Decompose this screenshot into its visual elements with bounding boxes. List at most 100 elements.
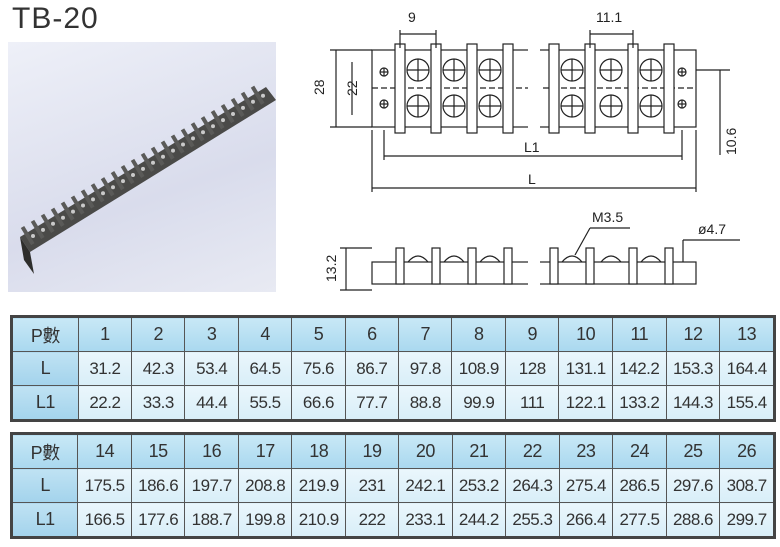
value-cell: 266.4 [558, 502, 614, 538]
product-photo [8, 42, 276, 292]
value-cell: 297.6 [665, 468, 721, 503]
value-cell: 199.8 [237, 502, 293, 538]
value-cell: 264.3 [505, 468, 560, 503]
p-count-cell: 18 [291, 433, 346, 469]
value-cell: 64.5 [237, 351, 293, 386]
p-count-cell: 7 [398, 316, 453, 352]
value-cell: 277.5 [612, 502, 667, 538]
value-cell: 253.2 [451, 468, 507, 503]
p-count-cell: 19 [344, 433, 400, 469]
value-cell: 155.4 [719, 385, 775, 421]
p-count-cell: 20 [398, 433, 453, 469]
p-count-cell: 3 [184, 316, 239, 352]
hole-label: ø4.7 [698, 221, 726, 237]
value-cell: 288.6 [665, 502, 721, 538]
p-count-cell: 13 [719, 316, 775, 352]
row-label: L1 [10, 502, 79, 538]
row-label: L [10, 468, 79, 503]
product-title: TB-20 [12, 2, 99, 35]
value-cell: 44.4 [184, 385, 239, 421]
value-cell: 99.9 [451, 385, 507, 421]
p-count-cell: 14 [77, 433, 132, 469]
value-cell: 299.7 [719, 502, 775, 538]
value-cell: 222 [344, 502, 400, 538]
pitch2-label: 11.1 [596, 9, 622, 25]
p-count-cell: 10 [558, 316, 613, 352]
p-count-cell: 6 [344, 316, 400, 352]
value-cell: 31.2 [77, 351, 133, 386]
terminal-block-photo [20, 85, 276, 274]
value-cell: 177.6 [130, 502, 186, 538]
p-count-cell: 26 [719, 433, 775, 469]
value-cell: 188.7 [184, 502, 239, 538]
value-cell: 219.9 [291, 468, 346, 503]
value-cell: 108.9 [451, 351, 507, 386]
row-label: L1 [11, 385, 79, 421]
value-cell: 42.3 [131, 351, 186, 386]
value-cell: 22.2 [77, 385, 133, 421]
value-cell: 144.3 [665, 385, 721, 421]
value-cell: 242.1 [398, 468, 453, 503]
p-header: P數 [10, 433, 79, 469]
value-cell: 244.2 [451, 502, 507, 538]
value-cell: 33.3 [131, 385, 186, 421]
pitch-label: 9 [408, 9, 416, 25]
value-cell: 197.7 [184, 468, 239, 503]
p-count-cell: 23 [558, 433, 614, 469]
height-label: 28 [311, 79, 327, 95]
p-count-cell: 21 [451, 433, 507, 469]
value-cell: 86.7 [344, 351, 400, 386]
side-height-label: 13.2 [323, 255, 339, 282]
value-cell: 164.4 [719, 351, 775, 386]
p-count-cell: 12 [665, 316, 721, 352]
screw-label: M3.5 [592, 209, 623, 225]
dimension-drawing: 9 11.1 28 22 10.6 L1 L M3.5 ø4.7 13.2 [311, 9, 740, 291]
value-cell: 122.1 [558, 385, 613, 421]
value-cell: 275.4 [558, 468, 614, 503]
p-count-cell: 5 [291, 316, 346, 352]
value-cell: 66.6 [291, 385, 346, 421]
value-cell: 186.6 [130, 468, 186, 503]
value-cell: 131.1 [558, 351, 613, 386]
value-cell: 133.2 [612, 385, 667, 421]
value-cell: 97.8 [398, 351, 453, 386]
value-cell: 166.5 [77, 502, 132, 538]
value-cell: 175.5 [77, 468, 132, 503]
p-count-cell: 16 [184, 433, 239, 469]
value-cell: 308.7 [719, 468, 775, 503]
value-cell: 142.2 [612, 351, 667, 386]
value-cell: 286.5 [612, 468, 667, 503]
l-label: L [528, 171, 536, 187]
value-cell: 77.7 [344, 385, 400, 421]
inner-height-label: 22 [344, 80, 360, 96]
value-cell: 88.8 [398, 385, 453, 421]
p-count-cell: 24 [612, 433, 667, 469]
p-count-cell: 9 [505, 316, 560, 352]
value-cell: 208.8 [237, 468, 293, 503]
value-cell: 233.1 [398, 502, 453, 538]
p-count-cell: 22 [505, 433, 560, 469]
p-count-cell: 17 [237, 433, 293, 469]
value-cell: 53.4 [184, 351, 239, 386]
value-cell: 128 [505, 351, 560, 386]
value-cell: 231 [344, 468, 400, 503]
p-count-cell: 1 [77, 316, 133, 352]
value-cell: 255.3 [505, 502, 560, 538]
p-header: P數 [11, 316, 79, 352]
p-count-cell: 25 [665, 433, 721, 469]
row-label: L [11, 351, 79, 386]
p-count-cell: 4 [237, 316, 293, 352]
p-count-cell: 15 [130, 433, 186, 469]
value-cell: 75.6 [291, 351, 346, 386]
value-cell: 55.5 [237, 385, 293, 421]
p-count-cell: 2 [131, 316, 186, 352]
mount-label: 10.6 [723, 128, 739, 155]
